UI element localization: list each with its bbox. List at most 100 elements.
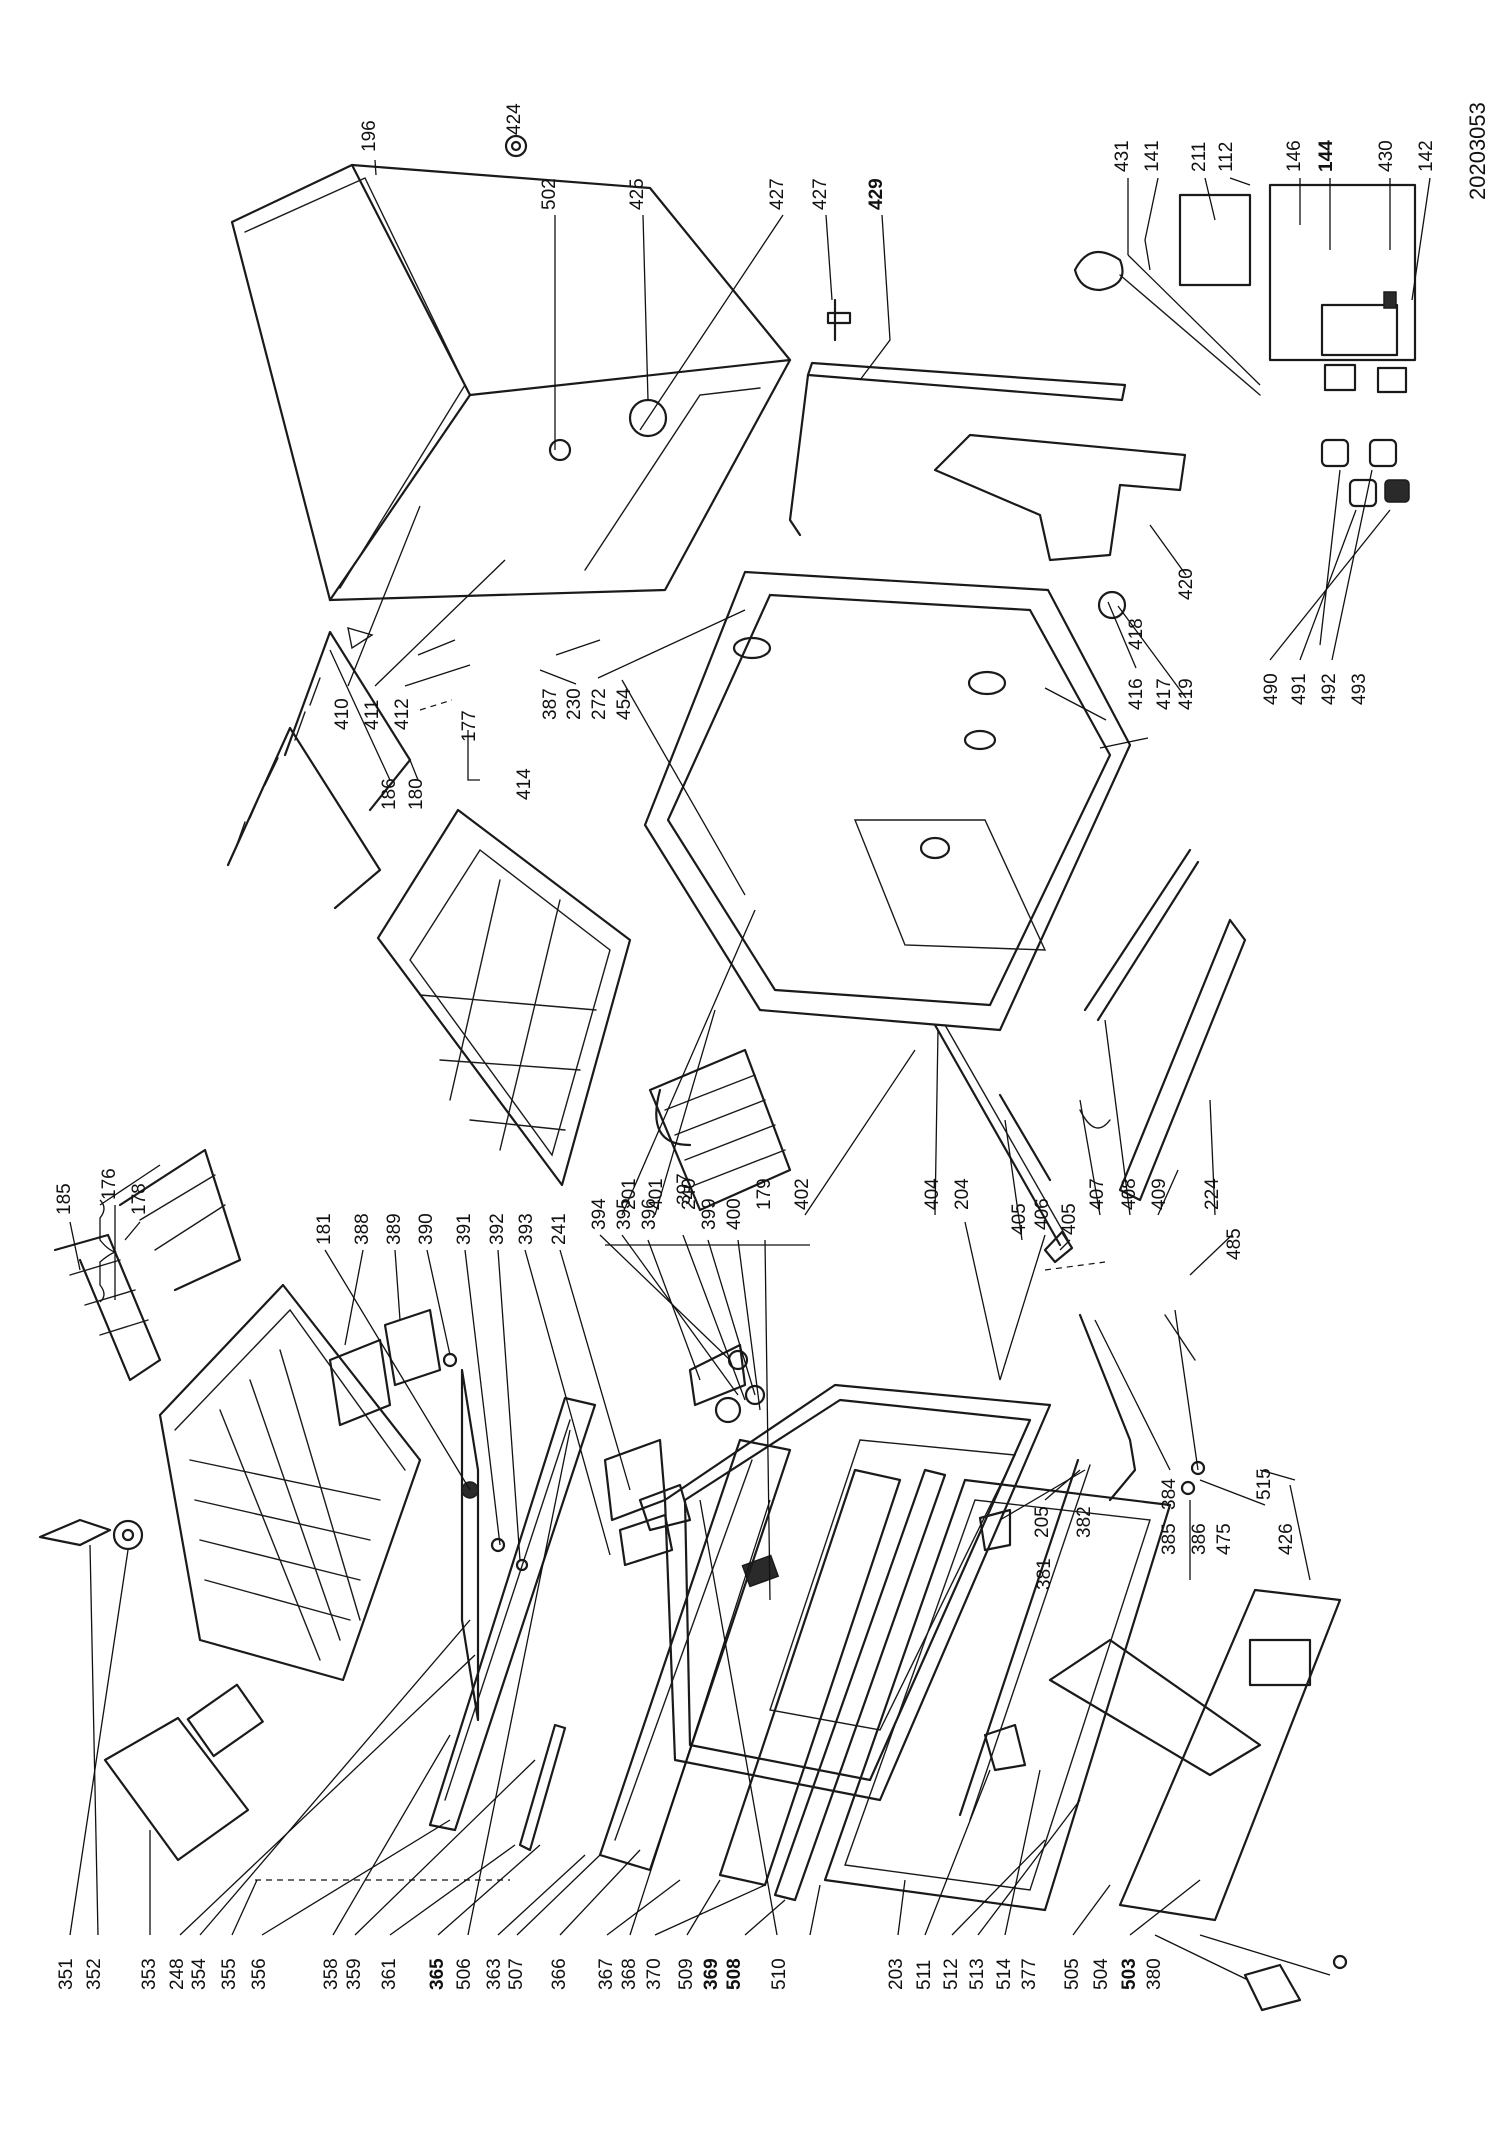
part-label: 380: [1144, 1958, 1165, 1990]
part-label: 241: [549, 1213, 570, 1245]
part-label: 178: [129, 1183, 150, 1215]
part-label: 181: [314, 1213, 335, 1245]
part-label: 361: [379, 1958, 400, 1990]
part-label: 419: [1176, 678, 1197, 710]
part-label: 185: [54, 1183, 75, 1215]
part-label: 394: [589, 1198, 610, 1230]
part-label: 426: [1276, 1523, 1297, 1555]
part-label: 427: [767, 178, 788, 210]
part-label: 417: [1154, 678, 1175, 710]
part-label: 367: [596, 1958, 617, 1990]
lower-basket-drawing: [158, 1283, 422, 1682]
part-label: 395: [614, 1198, 635, 1230]
part-label: 381: [1034, 1558, 1055, 1590]
part-label: 506: [454, 1958, 475, 1990]
control-knobs-drawing: [1320, 438, 1410, 508]
part-label: 402: [792, 1178, 813, 1210]
part-label: 141: [1142, 140, 1163, 172]
part-label: 382: [1074, 1506, 1095, 1538]
part-label: 363: [484, 1958, 505, 1990]
control-panel-drawing: [428, 1396, 597, 1852]
part-label: 359: [344, 1958, 365, 1990]
insulation-panel-drawing: [933, 433, 1187, 562]
part-label: 354: [189, 1958, 210, 1990]
part-label: 401: [646, 1178, 667, 1210]
part-label: 180: [406, 778, 427, 810]
part-label: 203: [886, 1958, 907, 1990]
tub-drawing: [643, 570, 1132, 1032]
part-label: 404: [922, 1178, 943, 1210]
part-label: 351: [56, 1958, 77, 1990]
leader-lines: [69, 159, 1431, 1981]
part-label: 507: [506, 1958, 527, 1990]
part-label: 385: [1159, 1523, 1180, 1555]
part-label: 410: [332, 698, 353, 730]
part-label: 384: [1159, 1478, 1180, 1510]
part-label: 144: [1316, 140, 1337, 172]
part-label: 177: [459, 710, 480, 742]
part-label: 502: [539, 178, 560, 210]
door-seals-drawing: [933, 1023, 1091, 1821]
dispenser-drawing: [603, 1438, 674, 1567]
rails-drawing: [1079, 848, 1247, 1202]
cabinet-fittings-drawing: [504, 134, 852, 342]
part-label: 510: [769, 1958, 790, 1990]
part-label: 186: [379, 778, 400, 810]
part-drawings: [38, 134, 1417, 2012]
lower-racks-drawing: [53, 1148, 242, 1382]
part-label: 412: [392, 698, 413, 730]
part-label: 142: [1416, 140, 1437, 172]
part-label: 503: [1119, 1958, 1140, 1990]
part-label: 230: [564, 688, 585, 720]
dashed-guide-412: [419, 699, 453, 711]
part-label: 491: [1289, 673, 1310, 705]
detergent-tray-drawing: [103, 1683, 264, 1862]
part-label: 370: [644, 1958, 665, 1990]
part-label: 511: [914, 1960, 935, 1990]
part-label: 386: [1189, 1523, 1210, 1555]
part-label: 390: [416, 1213, 437, 1245]
part-label: 493: [1349, 673, 1370, 705]
part-label: 396: [639, 1198, 660, 1230]
part-label: 369: [701, 1958, 722, 1990]
part-label: 411: [362, 700, 383, 730]
part-label: 409: [1149, 1178, 1170, 1210]
part-label: 454: [614, 688, 635, 720]
part-label: 492: [1319, 673, 1340, 705]
part-label: 358: [321, 1958, 342, 1990]
part-label: 112: [1216, 142, 1237, 172]
part-label: 407: [1087, 1178, 1108, 1210]
part-label: 416: [1126, 678, 1147, 710]
part-label: 366: [549, 1958, 570, 1990]
group-brace-176: [99, 1199, 117, 1303]
part-label: 425: [627, 178, 648, 210]
part-label: 406: [1032, 1198, 1053, 1230]
part-label: 204: [952, 1178, 973, 1210]
part-label: 420: [1176, 568, 1197, 600]
part-label: 399: [699, 1198, 720, 1230]
part-label: 391: [454, 1213, 475, 1245]
part-label: 368: [619, 1958, 640, 1990]
part-label: 392: [487, 1213, 508, 1245]
part-label: 430: [1376, 140, 1397, 172]
front-panel-drawing: [598, 1438, 792, 1872]
part-label: 429: [866, 178, 887, 210]
part-label: 201: [619, 1178, 640, 1210]
part-label: 353: [139, 1958, 160, 1990]
part-label: 509: [676, 1958, 697, 1990]
part-label: 393: [516, 1213, 537, 1245]
part-label: 405: [1009, 1203, 1030, 1235]
cutlery-basket-drawing: [648, 1048, 792, 1212]
part-label: 196: [359, 120, 380, 152]
part-label: 240: [679, 1178, 700, 1210]
part-label: 377: [1019, 1958, 1040, 1990]
part-number-labels: 196 424 502 425 427 427 429 431 141 211 …: [54, 103, 1437, 1990]
filter-parts-drawing: [38, 1518, 144, 1551]
part-label: 414: [514, 768, 535, 800]
part-label: 514: [994, 1958, 1015, 1990]
part-label: 515: [1254, 1468, 1275, 1500]
part-label: 272: [589, 688, 610, 720]
part-label: 427: [810, 178, 831, 210]
